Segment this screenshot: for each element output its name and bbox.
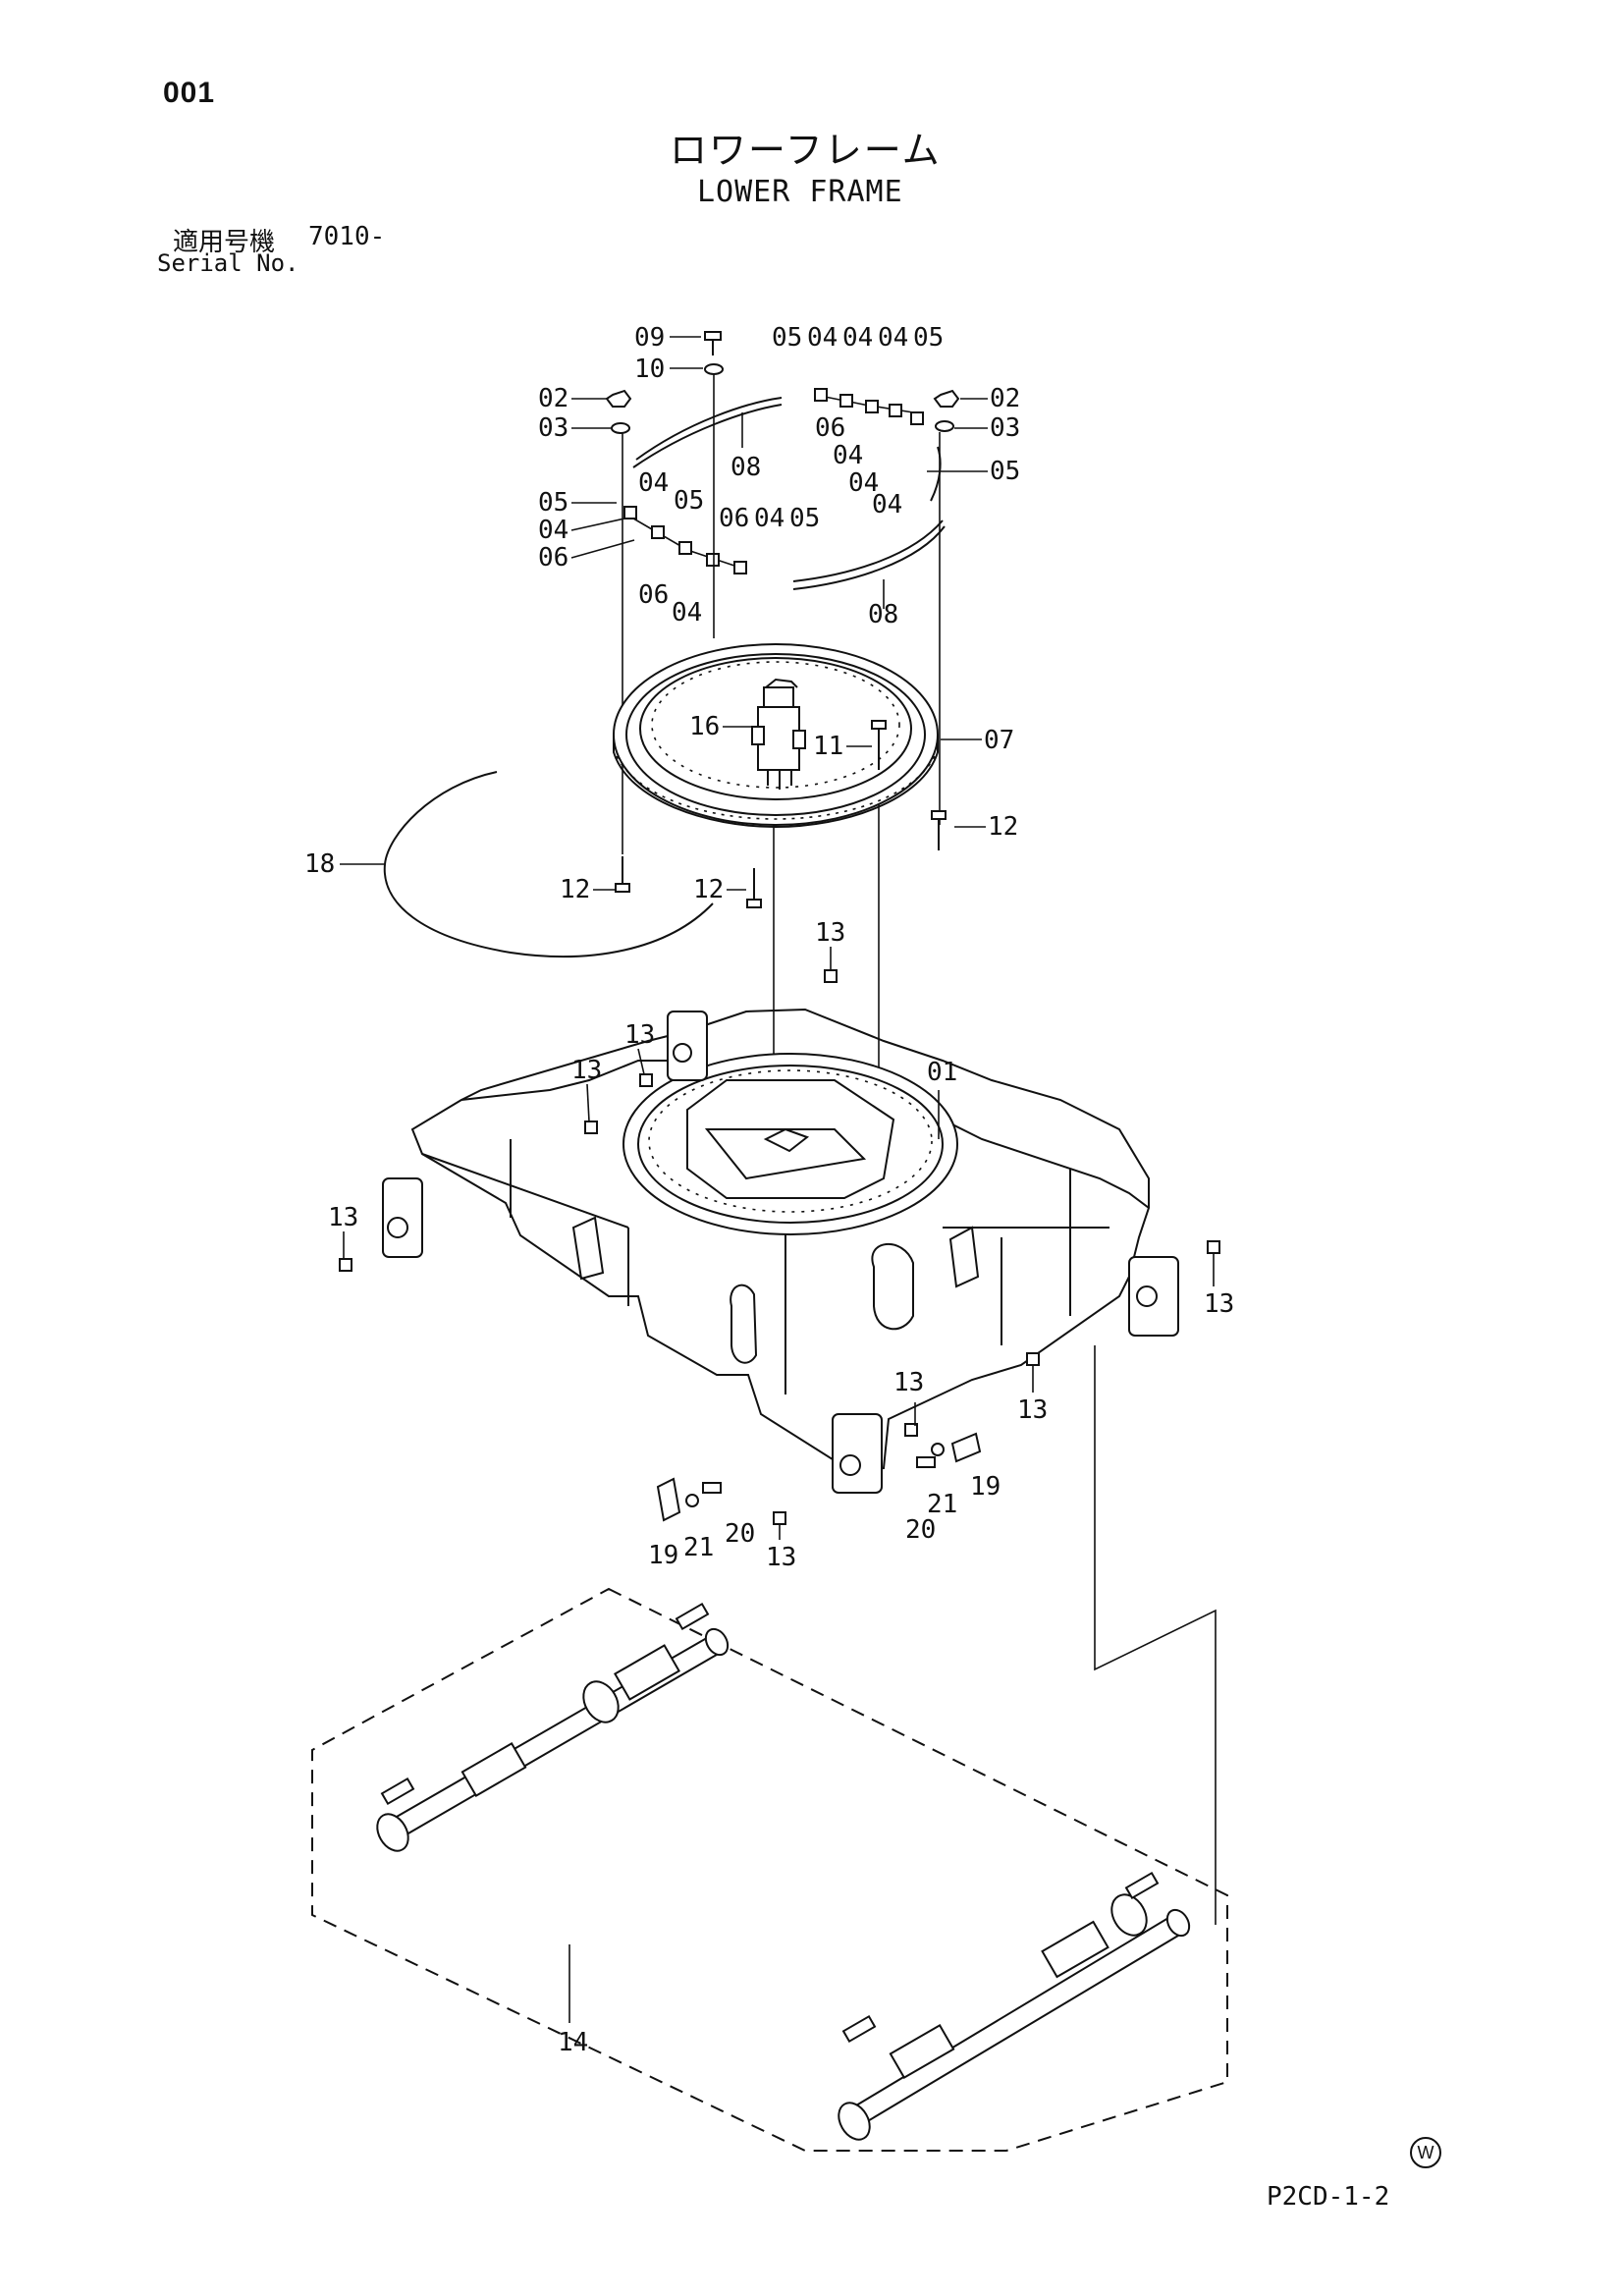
callout-13: 13	[571, 1056, 602, 1085]
callout-05: 05	[913, 323, 944, 353]
callout-12: 12	[560, 875, 590, 904]
callout-06: 06	[538, 543, 568, 573]
callout-04: 04	[538, 516, 568, 545]
page-title: LOWER FRAME	[697, 175, 903, 209]
washer-10	[704, 363, 724, 375]
callout-19: 19	[970, 1472, 1001, 1502]
lower-frame	[382, 1008, 1179, 1494]
callout-04: 04	[833, 441, 863, 470]
callout-12: 12	[988, 812, 1018, 842]
callout-05: 05	[674, 486, 704, 516]
callout-05: 05	[538, 488, 568, 518]
callout-16: 16	[689, 712, 720, 741]
serial-number-value: 7010-	[308, 222, 386, 251]
callout-10: 10	[634, 355, 665, 384]
callout-13: 13	[624, 1020, 655, 1050]
callout-13: 13	[893, 1368, 924, 1397]
page-title-japanese: ロワーフレーム	[670, 129, 942, 172]
callout-21: 21	[683, 1533, 714, 1562]
callout-labels: 09 10 05 04 04 04 05 02 03 08 06 04 04 0…	[304, 323, 1234, 2057]
callout-13: 13	[328, 1203, 358, 1232]
bolt-12-center	[746, 868, 762, 908]
page-code: P2CD-1-2	[1267, 2182, 1390, 2212]
track-adjuster-group-outline	[311, 1587, 1228, 2152]
callout-04: 04	[638, 468, 669, 498]
washer-03-right	[935, 420, 954, 432]
callout-13: 13	[1017, 1395, 1048, 1425]
callout-04: 04	[807, 323, 838, 353]
callout-20: 20	[725, 1519, 755, 1549]
callout-03: 03	[990, 413, 1020, 443]
callout-04: 04	[842, 323, 873, 353]
callout-04: 04	[878, 323, 908, 353]
callout-08: 08	[730, 453, 761, 482]
callout-21: 21	[927, 1490, 957, 1519]
callout-05: 05	[772, 323, 802, 353]
callout-07: 07	[984, 726, 1014, 755]
callout-05: 05	[789, 504, 820, 533]
seal-chain-right	[814, 388, 924, 425]
callout-05: 05	[990, 457, 1020, 486]
center-joint	[751, 678, 806, 790]
callout-11: 11	[813, 732, 843, 761]
callout-06: 06	[815, 413, 845, 443]
callout-06: 06	[638, 580, 669, 610]
callout-19: 19	[648, 1541, 678, 1570]
callout-02: 02	[990, 384, 1020, 413]
bolt-09	[704, 331, 722, 355]
track-adjuster-upper	[376, 1602, 730, 1852]
callout-04: 04	[754, 504, 784, 533]
guide-line	[1094, 1345, 1217, 1925]
callout-04: 04	[672, 598, 702, 628]
bolt-12-left	[615, 856, 630, 893]
seal-chain-left	[623, 506, 747, 574]
callout-02: 02	[538, 384, 568, 413]
callout-18: 18	[304, 849, 335, 879]
callout-14: 14	[558, 2028, 588, 2057]
callout-13: 13	[1204, 1289, 1234, 1319]
callout-13: 13	[766, 1543, 796, 1572]
callout-12: 12	[693, 875, 724, 904]
lock-plates	[656, 1432, 982, 1522]
callout-20: 20	[905, 1515, 936, 1545]
manufacturer-mark: W	[1410, 2137, 1441, 2168]
callout-03: 03	[538, 413, 568, 443]
bolt-12-right	[931, 810, 947, 850]
grease-fittings	[339, 969, 1220, 1525]
callout-04: 04	[872, 490, 902, 519]
callout-06: 06	[719, 504, 749, 533]
callout-09: 09	[634, 323, 665, 353]
page-number: 001	[163, 77, 216, 109]
nut-02-right	[933, 389, 960, 408]
callout-04: 04	[848, 468, 879, 498]
serial-label: Serial No.	[157, 249, 299, 277]
callout-13: 13	[815, 918, 845, 948]
callout-01: 01	[927, 1058, 957, 1087]
washer-03-left	[611, 422, 630, 434]
nut-02-left	[605, 389, 632, 408]
bolt-11	[871, 720, 887, 770]
track-adjuster-lower	[838, 1871, 1191, 2141]
grease-hose	[383, 771, 714, 957]
callout-08: 08	[868, 600, 898, 629]
serial-label-japanese: 適用号機	[173, 228, 276, 257]
leader-lines	[340, 336, 1215, 2023]
